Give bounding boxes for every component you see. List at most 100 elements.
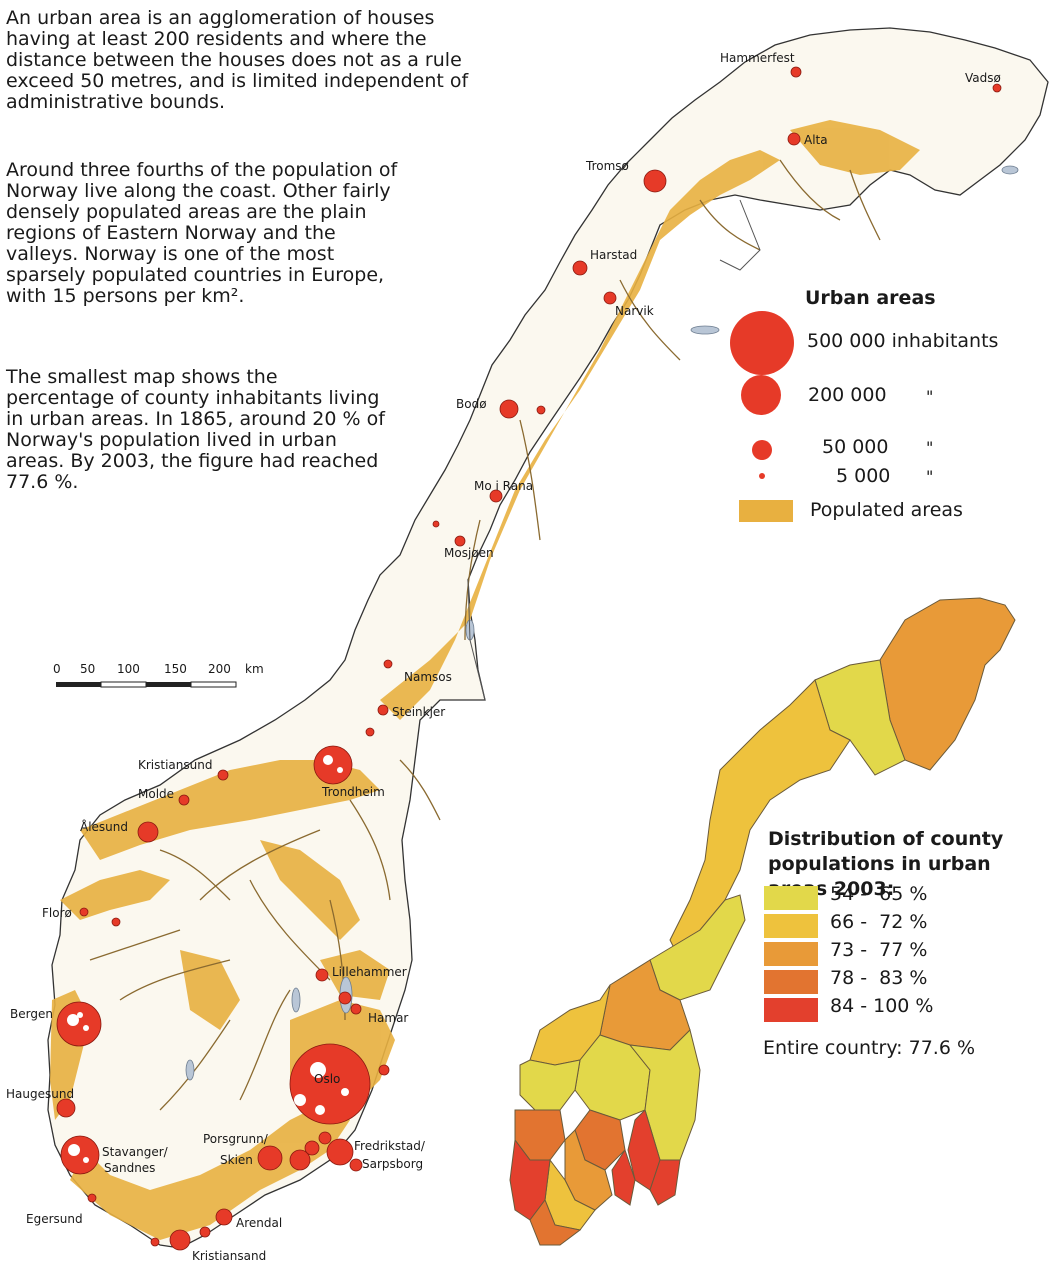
urban-circle-harstad (572, 260, 588, 276)
urban-circle-moss (318, 1131, 332, 1145)
entire-country-total: Entire country: 77.6 % (763, 1037, 976, 1059)
urban-circle-namsos (383, 659, 393, 669)
label-harstad: Harstad (590, 248, 637, 262)
label-arendal: Arendal (236, 1216, 282, 1230)
legend-label-5000: 5 000 (836, 465, 891, 487)
label-stavanger: Stavanger/ (102, 1145, 169, 1159)
label-fredrikstad: Fredrikstad/ (354, 1139, 426, 1153)
urban-circle-narvik (603, 291, 617, 305)
urban-circle-vadso (992, 83, 1002, 93)
urban-circle-lillehammer (315, 968, 329, 982)
county-hedmark (628, 1029, 701, 1161)
urban-circle-arendal (215, 1208, 233, 1226)
norway-main-outline (47, 27, 1049, 1249)
urban-circle-kristiansund (217, 769, 229, 781)
urban-circle-alesund (137, 821, 159, 843)
urban-circle-fredrikstad (326, 1138, 354, 1166)
scale-tick-200: 200 (208, 662, 231, 676)
label-bergen: Bergen (10, 1007, 53, 1021)
urban-circle-drammen (289, 1149, 311, 1171)
scale-tick-0: 0 (53, 662, 61, 676)
urban-circle-tromso (643, 169, 667, 193)
urban-circle-hamar-2 (350, 1003, 362, 1015)
county-nordland (669, 679, 851, 961)
legend-circle-5000 (759, 473, 765, 479)
label-lillehammer: Lillehammer (332, 965, 407, 979)
urban-circle-sarpsborg (349, 1158, 363, 1172)
urban-circle-steinkjer (377, 704, 389, 716)
county-sogn-fjordane (519, 1059, 581, 1111)
urban-circle-porsgrunn (257, 1145, 283, 1171)
legend-swatch-populated (739, 500, 793, 522)
class-label-78-83: 78 - 83 % (830, 967, 928, 989)
legend-label-50000: 50 000 (822, 436, 889, 458)
county-finnmark (879, 597, 1016, 771)
urban-area-circles (56, 66, 1002, 1251)
swatch-73-77 (764, 942, 818, 966)
label-bodo: Bodø (456, 397, 487, 411)
label-tromso: Tromsø (585, 159, 629, 173)
urban-circle-west-small (111, 917, 121, 927)
legend-circle-500000 (730, 311, 794, 375)
intro-paragraph-coast: Around three fourths of the population o… (6, 159, 398, 307)
legend-label-500000: 500 000 inhabitants (807, 330, 999, 352)
legend-label-200000: 200 000 (808, 384, 887, 406)
label-alta: Alta (804, 133, 828, 147)
urban-circle-oslo (289, 1043, 371, 1125)
legend-circle-200000 (741, 375, 781, 415)
scale-bar: 0 50 100 150 200 km (53, 662, 264, 688)
scale-unit: km (245, 662, 264, 676)
label-molde: Molde (138, 787, 174, 801)
intro-paragraph-definition: An urban area is an agglomeration of hou… (6, 7, 469, 113)
label-steinkjer: Steinkjer (392, 705, 445, 719)
legend-circle-50000 (752, 440, 772, 460)
urban-circle-egersund (87, 1193, 97, 1203)
urban-circle-alta (787, 132, 801, 146)
urban-circle-stavanger (60, 1135, 100, 1175)
label-namsos: Namsos (404, 670, 452, 684)
urban-circle-tonsberg (304, 1140, 320, 1156)
label-skien: Skien (220, 1153, 253, 1167)
county-vest-agder (529, 1198, 582, 1246)
scale-tick-100: 100 (117, 662, 140, 676)
label-porsgrunn: Porsgrunn/ (203, 1132, 269, 1146)
urban-circle-grimstad (199, 1226, 211, 1238)
national-border (467, 199, 761, 701)
class-label-84-100: 84 - 100 % (830, 995, 934, 1017)
class-label-73-77: 73 - 77 % (830, 939, 928, 961)
label-narvik: Narvik (615, 304, 654, 318)
label-kristiansand: Kristiansand (192, 1249, 266, 1263)
urban-circle-mandal (150, 1237, 160, 1247)
class-label-66-72: 66 - 72 % (830, 911, 928, 933)
label-hammerfest: Hammerfest (720, 51, 795, 65)
label-oslo: Oslo (314, 1072, 340, 1086)
label-trondheim: Trondheim (321, 785, 385, 799)
legend-ditto-5000: " (926, 467, 934, 486)
label-hamar: Hamar (368, 1011, 408, 1025)
urban-circle-trondheim (313, 745, 353, 785)
swatch-78-83 (764, 970, 818, 994)
swatch-84-100 (764, 998, 818, 1022)
label-mosjoen: Mosjøen (444, 546, 494, 560)
label-haugesund: Haugesund (6, 1087, 74, 1101)
urban-circle-haugesund (56, 1098, 76, 1118)
urban-circle-bodo-2 (536, 405, 546, 415)
urban-circle-oslo-2 (378, 1064, 390, 1076)
label-egersund: Egersund (26, 1212, 83, 1226)
place-labels: Hammerfest Vadsø Alta Tromsø Harstad Nar… (6, 51, 1001, 1263)
legend-label-populated: Populated areas (810, 499, 963, 521)
urban-circle-molde (178, 794, 190, 806)
swatch-66-72 (764, 914, 818, 938)
label-sandnes: Sandnes (104, 1161, 155, 1175)
label-sarpsborg: Sarpsborg (362, 1157, 423, 1171)
urban-circle-highlights (67, 755, 349, 1163)
label-alesund: Ålesund (80, 819, 128, 834)
label-mo-i-rana: Mo i Rana (474, 479, 533, 493)
urban-circle-north-small (432, 520, 440, 528)
urban-circle-kristiansand (169, 1229, 191, 1251)
urban-circle-mo-i-rana (489, 489, 503, 503)
swatch-54-65 (764, 886, 818, 910)
urban-circle-levanger (365, 727, 375, 737)
urban-circle-bergen (56, 1001, 102, 1047)
urban-circle-hammerfest (790, 66, 802, 78)
